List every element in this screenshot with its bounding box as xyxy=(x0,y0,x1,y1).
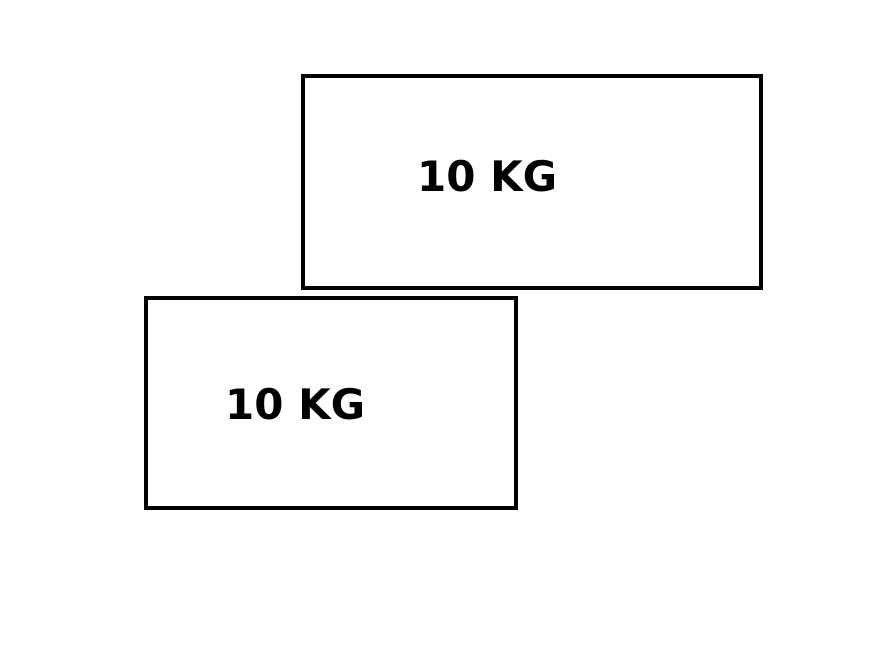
weight-label-top: 10 KG xyxy=(417,152,558,201)
weight-box-bottom: 10 KG xyxy=(144,296,518,510)
weight-label-bottom: 10 KG xyxy=(225,380,366,429)
weight-box-top: 10 KG xyxy=(301,74,763,290)
